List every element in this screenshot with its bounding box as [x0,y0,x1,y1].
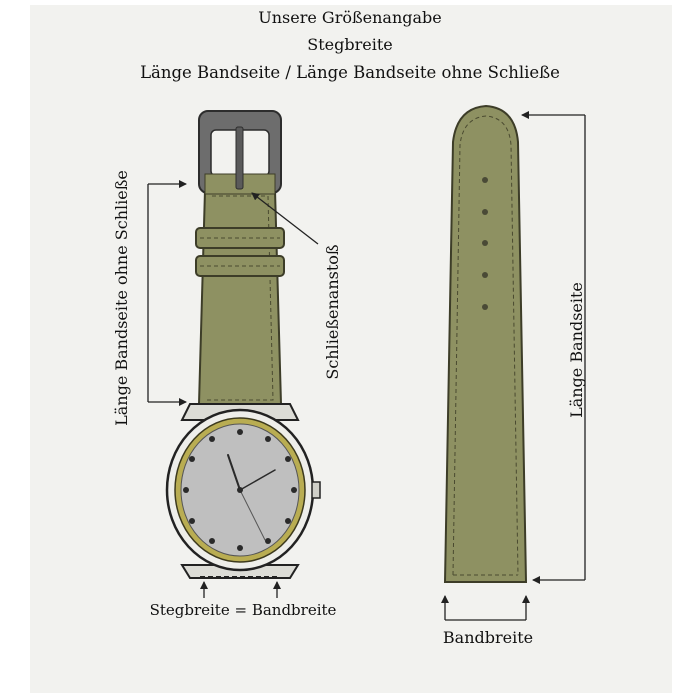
measure-strap-without-buckle [147,180,187,406]
label-length-without-buckle: Länge Bandseite ohne Schließe [112,170,131,426]
label-strap-width: Bandbreite [443,628,533,647]
crown [311,481,321,499]
title-line-2: Stegbreite [307,35,393,54]
measure-strap-length [521,111,586,584]
buckle-stop-pointer [251,192,319,245]
strap-keeper-1 [195,227,285,249]
title-line-3: Länge Bandseite / Länge Bandseite ohne S… [140,63,560,82]
title-line-1: Unsere Größenangabe [258,8,442,27]
background-panel [30,5,672,693]
watch-hands [227,454,276,541]
label-lug-width-equals-strap-width: Stegbreite = Bandbreite [150,601,337,619]
long-strap [443,104,528,583]
lug-width-arrows [200,581,281,598]
watch-case [165,403,321,579]
hour-markers [183,429,297,551]
watch-strap [195,189,285,405]
strap-keeper-2 [195,255,285,277]
strap-holes [482,177,488,310]
label-strap-length: Länge Bandseite [567,282,586,418]
strap-width-arrows [441,595,530,621]
buckle [198,110,282,195]
label-buckle-stop: Schließenanstoß [323,244,342,379]
